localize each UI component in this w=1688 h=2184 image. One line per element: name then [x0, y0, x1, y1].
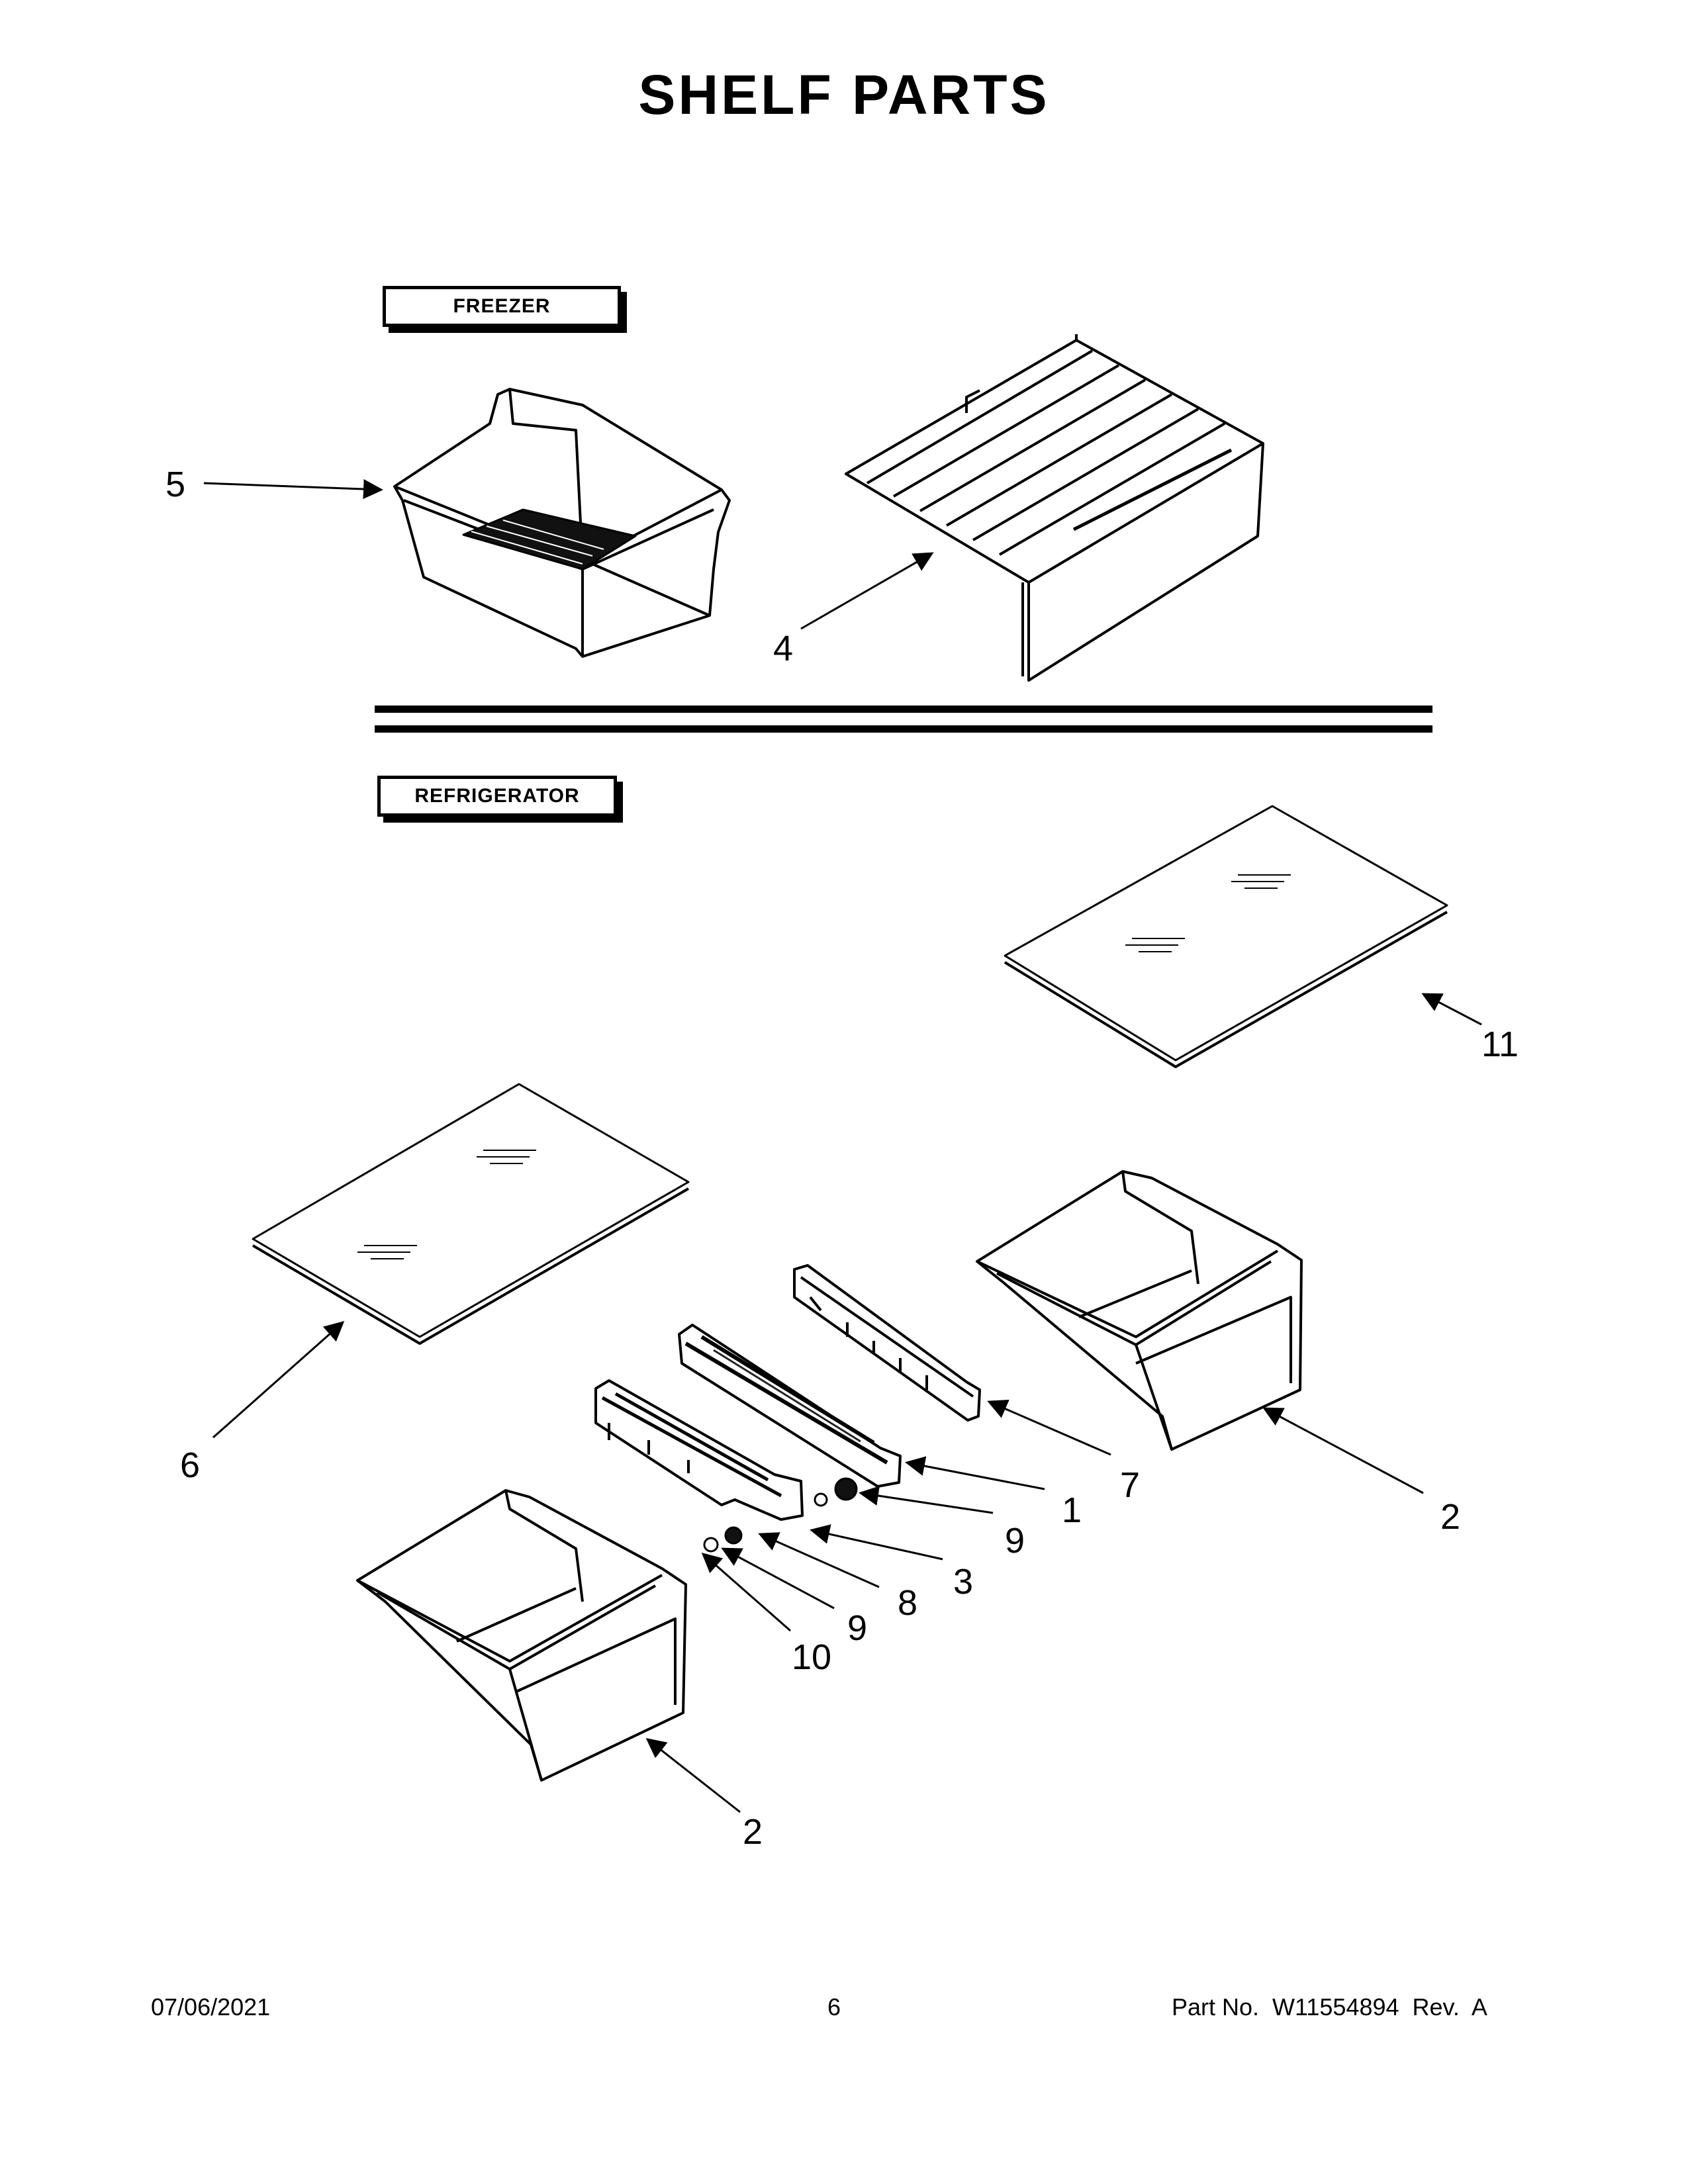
- freezer-basket-part: [393, 388, 731, 658]
- callout-10: 10: [792, 1637, 831, 1677]
- callout-9-lower: 9: [847, 1608, 867, 1648]
- callout-8: 8: [898, 1583, 917, 1623]
- section-divider-bottom: [375, 725, 1432, 733]
- callout-arrows: [203, 479, 1482, 1813]
- footer-page-number: 6: [827, 1993, 841, 2021]
- freezer-section-label: FREEZER: [383, 286, 621, 327]
- refrigerator-section-label: REFRIGERATOR: [377, 776, 617, 817]
- crisper-drawer-left-part: [356, 1489, 687, 1782]
- slide-rail-upper-part: [793, 1264, 981, 1422]
- slide-rail-lower-part: [594, 1379, 804, 1521]
- callout-7: 7: [1120, 1465, 1140, 1505]
- glass-shelf-lower-part: [252, 1083, 690, 1345]
- footer-date: 07/06/2021: [151, 1993, 271, 2021]
- crisper-drawer-right-part: [976, 1170, 1303, 1451]
- callout-5: 5: [165, 465, 185, 504]
- callout-11: 11: [1481, 1024, 1519, 1064]
- callout-6: 6: [180, 1445, 200, 1485]
- hardware-parts: [703, 1477, 858, 1553]
- callout-1: 1: [1062, 1490, 1082, 1530]
- footer-part-number: Part No. W11554894 Rev. A: [1172, 1993, 1487, 2021]
- section-divider-top: [375, 705, 1432, 713]
- freezer-wire-shelf-part: [845, 334, 1264, 682]
- slide-rail-middle-part: [678, 1324, 902, 1488]
- callout-3: 3: [953, 1562, 973, 1602]
- callout-9-upper: 9: [1005, 1521, 1025, 1561]
- callout-2-left: 2: [743, 1812, 763, 1852]
- page-title: SHELF PARTS: [638, 64, 1050, 126]
- callout-4: 4: [773, 629, 793, 668]
- callout-2-right: 2: [1440, 1497, 1460, 1537]
- glass-shelf-upper-part: [1004, 805, 1448, 1068]
